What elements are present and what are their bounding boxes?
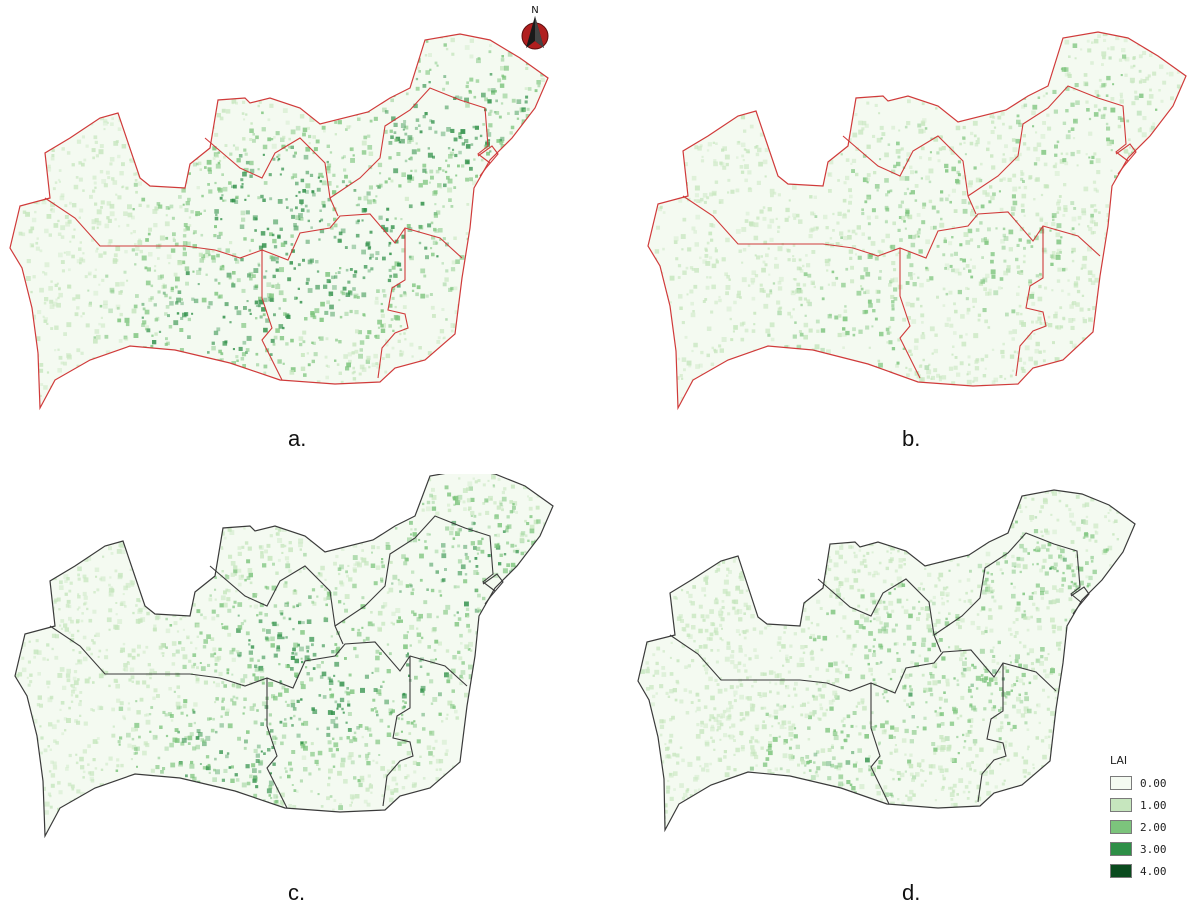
map-panel-a <box>0 28 560 413</box>
legend-label: 0.00 <box>1140 776 1167 790</box>
region-outline-c <box>14 474 554 839</box>
legend-title: LAI <box>1110 754 1128 767</box>
north-arrow-icon <box>521 16 549 50</box>
legend-swatch <box>1110 864 1132 878</box>
district-lines-b <box>682 85 1137 379</box>
caption-d: d. <box>902 880 921 905</box>
legend-item: 1.00 <box>1110 794 1184 816</box>
legend-item: 2.00 <box>1110 816 1184 838</box>
caption-b: b. <box>902 426 921 451</box>
map-c-svg <box>14 474 554 839</box>
legend-swatch <box>1110 776 1132 790</box>
legend-item: 4.00 <box>1110 860 1184 882</box>
legend-label: 1.00 <box>1140 798 1167 812</box>
legend: LAI 0.00 1.00 2.00 3.00 4.00 <box>1110 754 1184 904</box>
region-outline-b <box>647 31 1187 411</box>
district-lines-d <box>669 532 1090 805</box>
map-panel-c <box>10 474 570 844</box>
legend-item: 3.00 <box>1110 838 1184 860</box>
north-arrow: N <box>518 6 552 56</box>
map-d-svg <box>637 489 1136 833</box>
region-outline-d <box>637 489 1136 833</box>
legend-label: 2.00 <box>1140 820 1167 834</box>
legend-swatch <box>1110 842 1132 856</box>
legend-label: 3.00 <box>1140 842 1167 856</box>
caption-c: c. <box>288 880 306 905</box>
legend-swatch <box>1110 798 1132 812</box>
north-arrow-label: N <box>531 5 539 16</box>
region-outline-a <box>9 33 549 411</box>
lai-raster-a <box>10 34 548 408</box>
map-panel-b <box>628 10 1188 420</box>
legend-label: 4.00 <box>1140 864 1167 878</box>
lai-raster-d <box>638 490 1135 830</box>
district-lines-c <box>49 515 504 809</box>
map-a-svg <box>9 33 549 411</box>
map-panel-d <box>633 484 1153 839</box>
map-b-svg <box>647 31 1187 411</box>
caption-a: a. <box>288 426 307 451</box>
legend-item: 0.00 <box>1110 772 1184 794</box>
district-lines-a <box>44 87 499 381</box>
legend-swatch <box>1110 820 1132 834</box>
